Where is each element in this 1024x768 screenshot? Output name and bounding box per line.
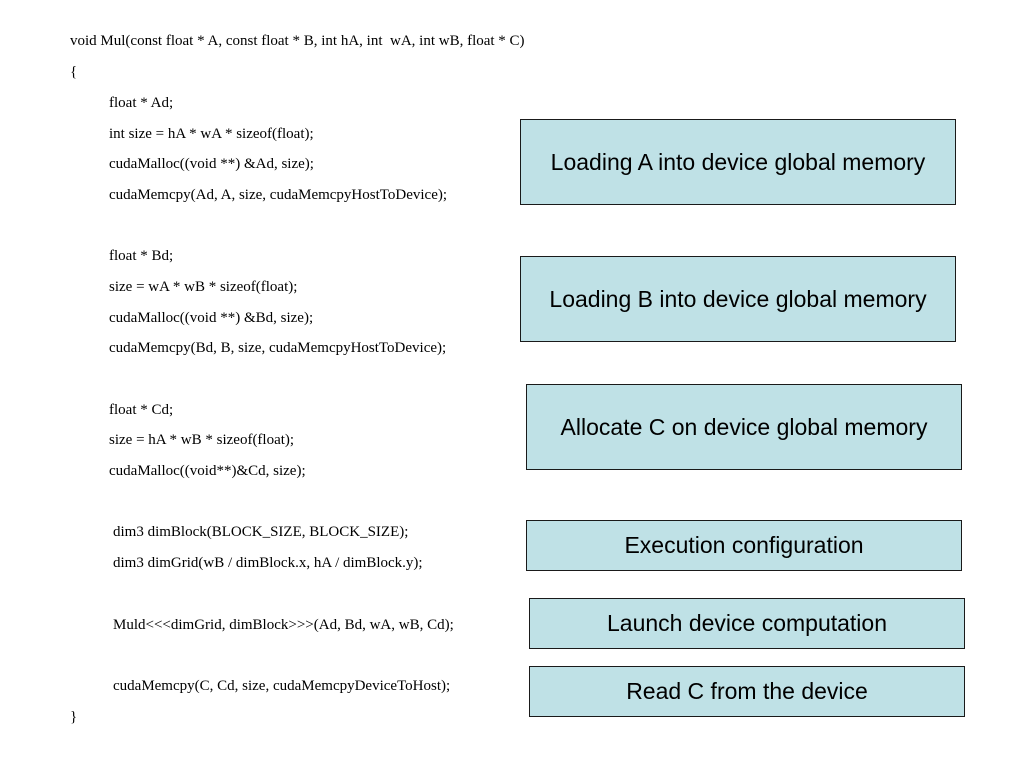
code-line: Muld<<<dimGrid, dimBlock>>>(Ad, Bd, wA, … — [113, 617, 454, 633]
code-line: cudaMemcpy(Ad, A, size, cudaMemcpyHostTo… — [109, 187, 448, 203]
callout-load-b: Loading B into device global memory — [520, 256, 956, 342]
callout-load-a: Loading A into device global memory — [520, 119, 956, 205]
code-line: cudaMalloc((void **) &Bd, size); — [109, 310, 314, 326]
code-line: dim3 dimBlock(BLOCK_SIZE, BLOCK_SIZE); — [113, 524, 409, 540]
callout-read-c: Read C from the device — [529, 666, 965, 717]
callout-allocate-c: Allocate C on device global memory — [526, 384, 962, 470]
code-line: cudaMemcpy(Bd, B, size, cudaMemcpyHostTo… — [109, 340, 447, 356]
code-line: float * Bd; — [109, 248, 174, 264]
code-line: int size = hA * wA * sizeof(float); — [109, 126, 314, 142]
code-line: cudaMalloc((void **) &Ad, size); — [109, 156, 314, 172]
callout-execution-configuration: Execution configuration — [526, 520, 962, 571]
code-line: size = wA * wB * sizeof(float); — [109, 279, 298, 295]
code-line: float * Ad; — [109, 95, 174, 111]
callout-launch-computation: Launch device computation — [529, 598, 965, 649]
code-line: cudaMalloc((void**)&Cd, size); — [109, 463, 306, 479]
close-brace: } — [70, 709, 78, 725]
code-line: size = hA * wB * sizeof(float); — [109, 432, 295, 448]
open-brace: { — [70, 64, 78, 80]
code-line: float * Cd; — [109, 402, 174, 418]
function-signature: void Mul(const float * A, const float * … — [70, 33, 525, 49]
code-line: cudaMemcpy(C, Cd, size, cudaMemcpyDevice… — [113, 678, 451, 694]
code-line: dim3 dimGrid(wB / dimBlock.x, hA / dimBl… — [113, 555, 423, 571]
